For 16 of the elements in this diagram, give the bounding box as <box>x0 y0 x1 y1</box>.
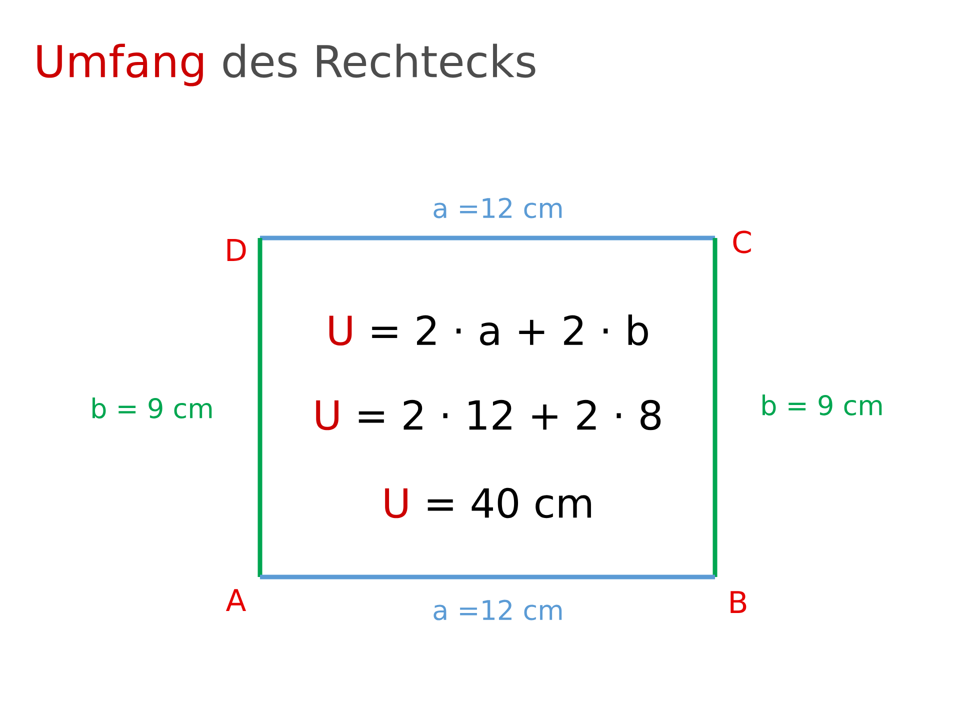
title: Umfang des Rechtecks <box>37 44 536 86</box>
rectangle-side <box>260 574 716 580</box>
vertex-label: C <box>733 230 751 254</box>
formula-line: U = 40 cm <box>385 488 591 518</box>
vertex-label: B <box>730 591 746 613</box>
vertex-label: D <box>227 239 246 261</box>
rectangle-side <box>258 238 262 577</box>
edge-label: a =12 cm <box>434 600 562 620</box>
formula-line: U = 2 · 12 + 2 · 8 <box>316 400 661 430</box>
edge-label: b = 9 cm <box>92 398 212 418</box>
rectangle-side <box>260 236 716 240</box>
edge-label: a =12 cm <box>434 198 562 218</box>
edge-label: b = 9 cm <box>762 394 882 416</box>
formula-line: U = 2 · a + 2 · b <box>329 314 648 346</box>
vertex-label: A <box>226 589 246 611</box>
rectangle-side <box>712 238 718 577</box>
